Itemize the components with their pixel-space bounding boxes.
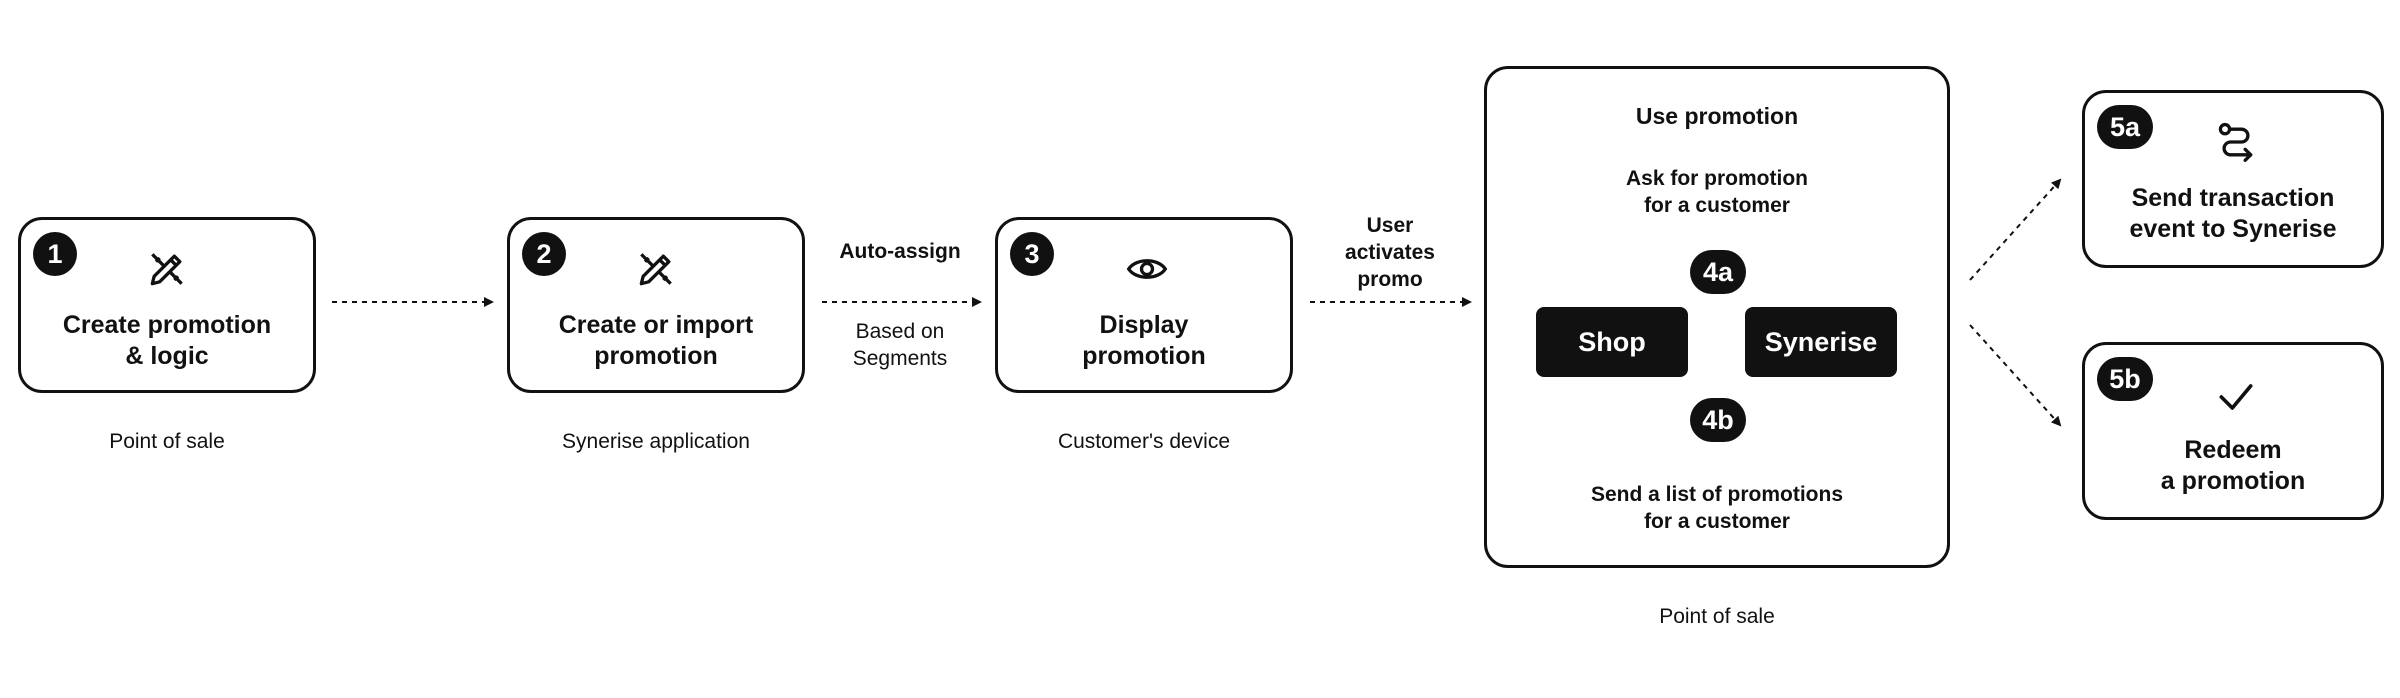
outcome-title: Redeem a promotion — [2160, 436, 2306, 495]
outcome-5b-box: 5b Redeem a promotion — [2082, 342, 2384, 520]
arrow-use-to-5a — [1969, 178, 2062, 281]
use-promotion-title: Use promotion — [1635, 103, 1799, 129]
step-1-box: 1 Create promotion & logic — [18, 217, 316, 393]
step-badge: 2 — [522, 232, 566, 276]
step-title: Create promotion & logic — [62, 311, 272, 370]
step-1-caption: Point of sale — [109, 430, 225, 453]
based-on-segments-label: Based on Segments — [852, 320, 948, 370]
user-activates-label: User activates promo — [1345, 214, 1435, 291]
badge-4a: 4a — [1690, 250, 1746, 294]
outcome-badge: 5a — [2097, 105, 2153, 149]
auto-assign-label: Auto-assign — [839, 240, 961, 263]
route-icon — [2218, 122, 2253, 162]
step-2-caption: Synerise application — [562, 430, 750, 453]
badge-4b: 4b — [1690, 398, 1746, 442]
pencil-ruler-icon — [150, 253, 183, 286]
step-2-box: 2 Create or import promotion — [507, 217, 805, 393]
outcome-5a-box: 5a Send transaction event to Synerise — [2082, 90, 2384, 268]
check-icon — [2219, 384, 2253, 410]
synerise-node: Synerise — [1745, 307, 1897, 377]
use-promotion-caption: Point of sale — [1659, 605, 1775, 628]
outcome-badge: 5b — [2097, 357, 2153, 401]
ask-for-promotion-label: Ask for promotion for a customer — [1626, 167, 1808, 217]
step-3-caption: Customer's device — [1057, 430, 1231, 453]
step-badge: 3 — [1010, 232, 1054, 276]
step-title: Create or import promotion — [558, 311, 754, 370]
step-badge: 1 — [33, 232, 77, 276]
step-title: Display promotion — [1082, 311, 1206, 370]
arrow-use-to-5b — [1969, 324, 2062, 427]
outcome-title: Send transaction event to Synerise — [2129, 184, 2337, 243]
shop-node: Shop — [1536, 307, 1688, 377]
eye-icon — [1126, 259, 1168, 279]
send-promotions-label: Send a list of promotions for a customer — [1590, 483, 1843, 533]
pencil-ruler-icon — [639, 253, 672, 286]
step-3-box: 3 Display promotion — [995, 217, 1293, 393]
